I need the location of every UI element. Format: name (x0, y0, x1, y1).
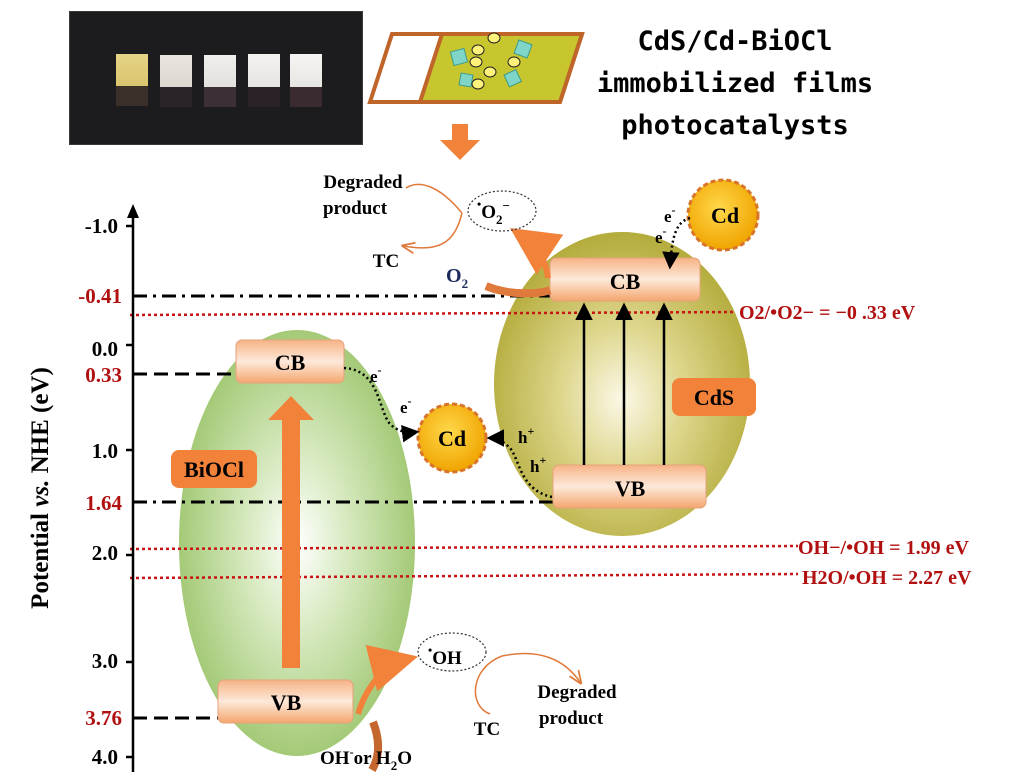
svg-text:h+: h+ (530, 453, 546, 476)
svg-text:•O2−: •O2− (477, 197, 510, 227)
film-sample-4 (248, 54, 280, 107)
down-arrow-icon (440, 124, 480, 160)
title-line-3: photocatalysts (621, 110, 849, 141)
svg-text:Degraded: Degraded (323, 172, 403, 193)
film-sample-3 (204, 55, 236, 107)
tick-label: -1.0 (85, 214, 118, 238)
tick-label: 4.0 (92, 745, 118, 769)
cds-label-box (672, 378, 756, 416)
tick-label: 3.0 (92, 649, 118, 673)
svg-text:product: product (539, 708, 604, 729)
cds-vb-box (552, 464, 707, 509)
svg-text:•OH: •OH (428, 643, 462, 669)
cd-label-top: Cd (711, 203, 739, 228)
cds-cb-label: CB (610, 269, 641, 294)
potential-h2o: H2O/•OH = 2.27 eV (802, 567, 972, 589)
tick-label: 0.0 (92, 337, 118, 361)
svg-text:e-: e- (655, 224, 667, 247)
potential-oh: OH−/•OH = 1.99 eV (798, 537, 969, 559)
films-photo (70, 12, 362, 144)
bioc-label: BiOCl (184, 457, 244, 482)
film-sample-2 (160, 55, 192, 107)
cds-vb-label: VB (615, 476, 646, 501)
superoxide-bubble (467, 190, 537, 232)
y-axis-title: Potential vs. NHE (eV) (27, 367, 54, 609)
svg-text:e-: e- (400, 394, 412, 417)
svg-text:Degraded: Degraded (537, 682, 617, 703)
tick-label-red: -0.41 (78, 284, 122, 308)
cds-label: CdS (694, 385, 734, 410)
film-sample-5 (290, 54, 322, 107)
title-block: CdS/Cd-BiOCl immobilized films photocata… (597, 26, 873, 141)
bioc-cb-label: CB (275, 350, 306, 375)
potential-o2: O2/•O2− = −0 .33 eV (739, 302, 916, 324)
bioc-cb-box (235, 339, 345, 384)
svg-text:TC: TC (474, 719, 500, 740)
cds-ellipse (494, 232, 750, 536)
y-axis: -1.0 0.0 1.0 2.0 3.0 4.0 -0.41 0.33 1.64… (78, 204, 139, 772)
svg-text:e-: e- (370, 363, 382, 386)
o2-label: O2 (446, 265, 468, 291)
svg-text:TC: TC (373, 251, 399, 272)
cd-label-center: Cd (438, 426, 466, 451)
bioc-label-box (171, 450, 257, 488)
svg-text:product: product (323, 198, 388, 219)
bioc-vb-label: VB (271, 690, 302, 715)
title-line-2: immobilized films (597, 68, 873, 99)
bioc-excitation-arrow (268, 396, 314, 668)
tick-label-red: 1.64 (85, 491, 122, 515)
cd-particle-top (686, 178, 760, 252)
oh-radical-bubble (417, 632, 487, 672)
film-sample-1 (116, 54, 148, 106)
title-line-1: CdS/Cd-BiOCl (637, 26, 832, 57)
film-icon (367, 32, 585, 104)
tick-label: 2.0 (92, 541, 118, 565)
tick-label-red: 0.33 (85, 363, 122, 387)
bioc-vb-box (217, 679, 354, 724)
tick-label-red: 3.76 (85, 706, 122, 730)
tick-label: 1.0 (92, 439, 118, 463)
oh-source-label: OH-or H2O (320, 745, 412, 773)
svg-text:h+: h+ (518, 424, 534, 447)
svg-text:e-: e- (664, 203, 676, 226)
